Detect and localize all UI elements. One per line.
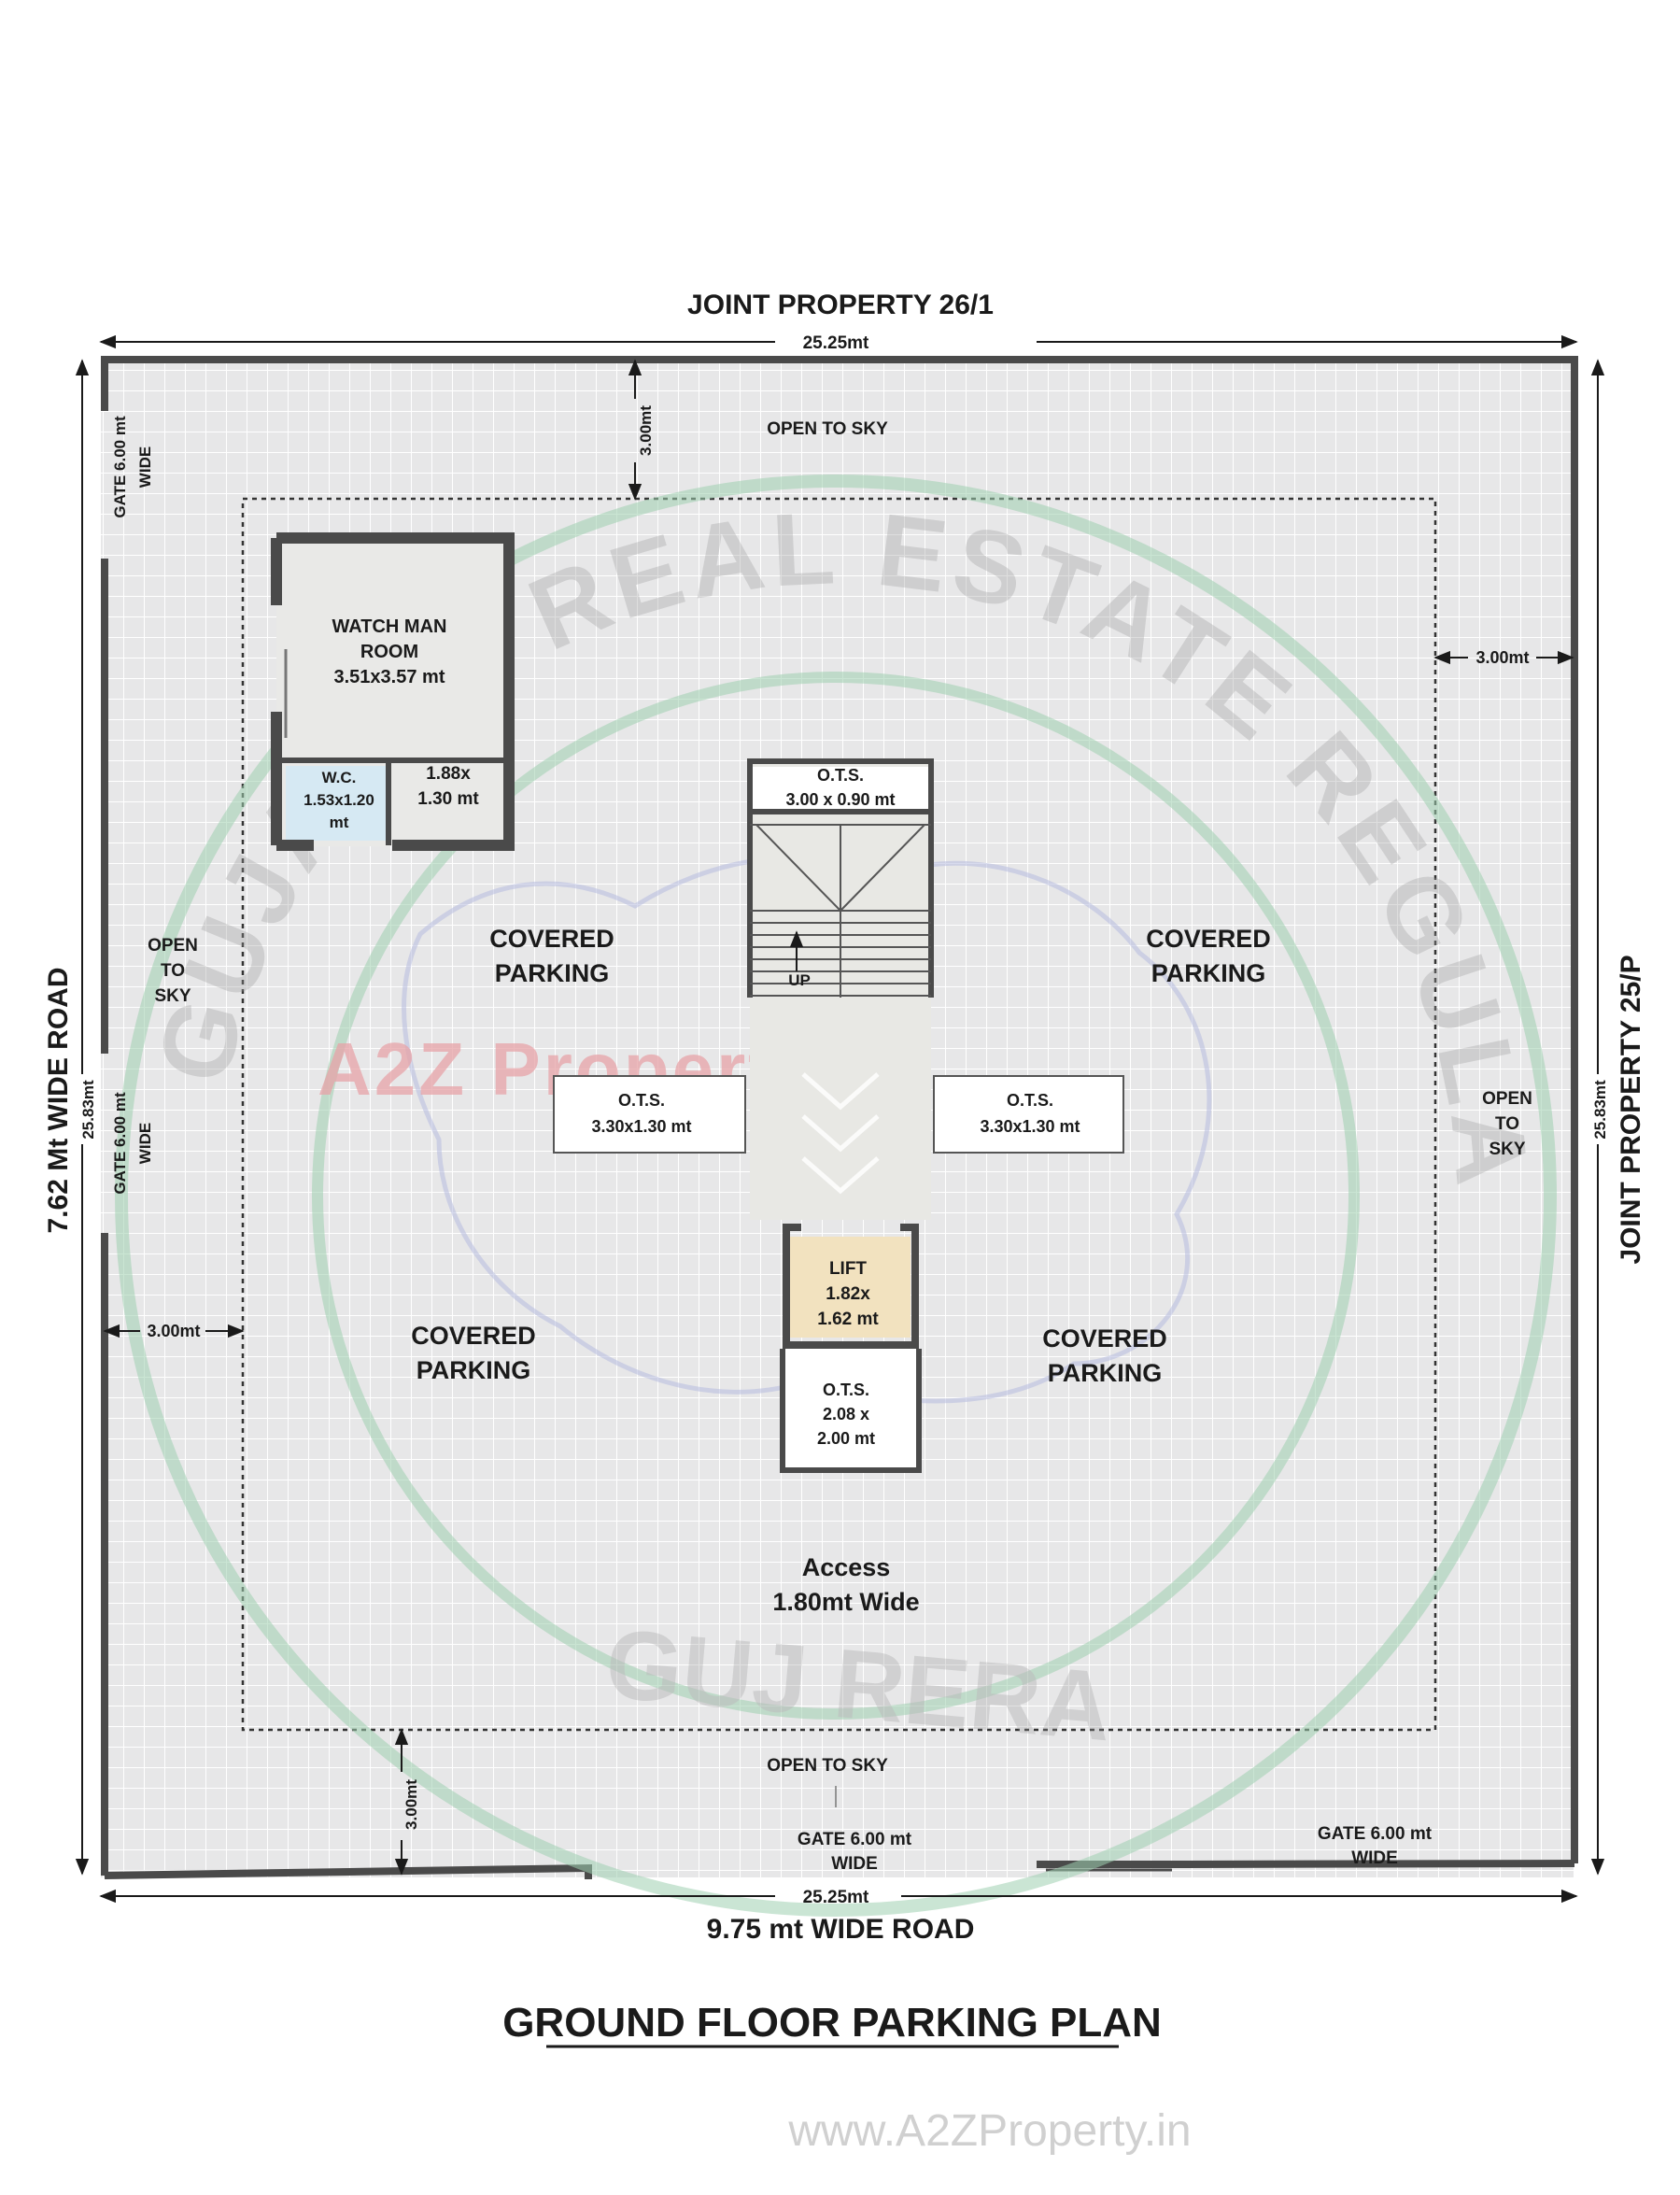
gate-bottom-right: GATE 6.00 mt WIDE (1318, 1824, 1433, 1868)
ots-left-label: O.T.S. 3.30x1.30 mt (591, 1091, 691, 1136)
ots-top-label: O.T.S. 3.00 x 0.90 mt (785, 766, 895, 809)
svg-text:3.30x1.30 mt: 3.30x1.30 mt (980, 1117, 1080, 1136)
svg-text:COVERED: COVERED (411, 1322, 536, 1350)
svg-text:O.T.S.: O.T.S. (817, 766, 864, 785)
svg-text:COVERED: COVERED (1042, 1324, 1167, 1352)
setback-top: 3.00mt (637, 405, 655, 456)
setback-right: 3.00mt (1475, 648, 1529, 667)
svg-text:1.82x: 1.82x (826, 1284, 870, 1304)
left-boundary-dimension: 25.83mt (79, 1080, 97, 1140)
svg-text:WIDE: WIDE (1351, 1848, 1398, 1868)
ots-right-label: O.T.S. 3.30x1.30 mt (980, 1091, 1080, 1136)
svg-text:2.00 mt: 2.00 mt (817, 1429, 875, 1448)
svg-text:1.80mt Wide: 1.80mt Wide (772, 1588, 919, 1616)
open-to-sky-top: OPEN TO SKY (767, 419, 888, 439)
gate-left-top: GATE 6.00 mt WIDE (111, 416, 154, 518)
svg-text:O.T.S.: O.T.S. (1007, 1091, 1053, 1110)
svg-text:1.30 mt: 1.30 mt (417, 789, 479, 809)
svg-text:COVERED: COVERED (1146, 925, 1271, 953)
url-watermark: www.A2ZProperty.in (787, 2106, 1191, 2156)
watchman-room (271, 532, 515, 851)
left-boundary-label: 7.62 Mt WIDE ROAD (43, 967, 74, 1233)
plan-title: GROUND FLOOR PARKING PLAN (502, 2000, 1162, 2046)
covered-parking-bottom-right: COVERED PARKING (1042, 1324, 1167, 1387)
lift-label: LIFT 1.82x 1.62 mt (817, 1259, 879, 1329)
gate-bottom-center: GATE 6.00 mt WIDE (798, 1830, 912, 1874)
svg-text:GATE 6.00 mt: GATE 6.00 mt (1318, 1824, 1433, 1844)
svg-text:O.T.S.: O.T.S. (823, 1381, 869, 1399)
covered-parking-bottom-left: COVERED PARKING (411, 1322, 536, 1384)
covered-parking-top-left: COVERED PARKING (489, 925, 614, 987)
open-to-sky-right: OPEN TO SKY (1482, 1089, 1532, 1159)
svg-text:PARKING: PARKING (495, 959, 610, 987)
svg-text:WIDE: WIDE (831, 1854, 878, 1874)
core-block (553, 758, 1124, 1473)
svg-text:2.08 x: 2.08 x (823, 1405, 869, 1423)
svg-text:1.62 mt: 1.62 mt (817, 1310, 879, 1329)
svg-text:PARKING: PARKING (416, 1356, 531, 1384)
right-boundary-label: JOINT PROPERTY 25/P (1616, 955, 1646, 1264)
svg-text:3.51x3.57 mt: 3.51x3.57 mt (334, 667, 445, 687)
open-to-sky-bottom: OPEN TO SKY (767, 1756, 888, 1776)
svg-text:Access: Access (802, 1553, 891, 1581)
svg-text:SKY: SKY (1489, 1140, 1525, 1159)
svg-text:1.88x: 1.88x (426, 764, 471, 784)
svg-text:WIDE: WIDE (136, 1123, 154, 1164)
svg-text:1.53x1.20: 1.53x1.20 (304, 791, 374, 809)
svg-text:PARKING: PARKING (1048, 1359, 1163, 1387)
top-boundary-dimension: 25.25mt (803, 333, 869, 353)
setback-left: 3.00mt (147, 1322, 200, 1340)
svg-text:W.C.: W.C. (322, 769, 357, 786)
building-line (241, 497, 1437, 1732)
svg-text:OPEN: OPEN (148, 936, 198, 956)
svg-text:SKY: SKY (154, 986, 191, 1006)
svg-text:GATE 6.00 mt: GATE 6.00 mt (798, 1830, 912, 1849)
ots-bottom-label: O.T.S. 2.08 x 2.00 mt (817, 1381, 875, 1448)
right-boundary-dimension: 25.83mt (1591, 1080, 1609, 1140)
access-label: Access 1.80mt Wide (772, 1553, 919, 1616)
svg-text:GATE 6.00 mt: GATE 6.00 mt (111, 1092, 129, 1195)
svg-text:COVERED: COVERED (489, 925, 614, 953)
gate-left-middle: GATE 6.00 mt WIDE (111, 1092, 154, 1195)
svg-text:TO: TO (1495, 1114, 1519, 1134)
svg-text:mt: mt (330, 814, 349, 831)
covered-parking-top-right: COVERED PARKING (1146, 925, 1271, 987)
svg-text:WATCH MAN: WATCH MAN (332, 616, 447, 637)
setback-bottom: 3.00mt (402, 1779, 420, 1830)
svg-text:3.00 x 0.90 mt: 3.00 x 0.90 mt (785, 790, 895, 809)
svg-text:OPEN: OPEN (1482, 1089, 1532, 1109)
small-room-label: 1.88x 1.30 mt (417, 764, 479, 809)
svg-text:TO: TO (161, 961, 185, 981)
svg-text:O.T.S.: O.T.S. (618, 1091, 665, 1110)
svg-text:GATE 6.00 mt: GATE 6.00 mt (111, 416, 129, 518)
svg-text:WIDE: WIDE (136, 446, 154, 488)
wc-label: W.C. 1.53x1.20 mt (304, 769, 374, 831)
svg-text:ROOM: ROOM (360, 642, 418, 662)
svg-text:3.30x1.30 mt: 3.30x1.30 mt (591, 1117, 691, 1136)
svg-text:LIFT: LIFT (829, 1259, 867, 1279)
compound-wall (101, 356, 1578, 1879)
dimension-lines (75, 334, 1605, 1904)
bottom-boundary-dimension: 25.25mt (803, 1888, 869, 1907)
open-to-sky-left: OPEN TO SKY (148, 936, 198, 1006)
svg-text:PARKING: PARKING (1151, 959, 1266, 987)
top-boundary-label: JOINT PROPERTY 26/1 (687, 290, 994, 320)
stair-up-label: UP (788, 971, 811, 989)
watchman-room-label: WATCH MAN ROOM 3.51x3.57 mt (332, 616, 447, 687)
bottom-boundary-label: 9.75 mt WIDE ROAD (707, 1914, 975, 1945)
